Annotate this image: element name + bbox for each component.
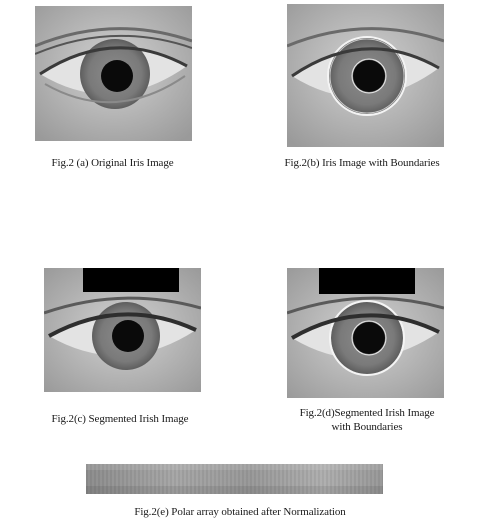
figure-d-caption-line1: Fig.2(d)Segmented Irish Image [257, 407, 477, 420]
figure-c-caption: Fig.2(c) Segmented Irish Image [20, 413, 220, 426]
figure-d-caption-line2: with Boundaries [257, 421, 477, 434]
figure-a-caption: Fig.2 (a) Original Iris Image [25, 157, 200, 170]
segmented-iris-with-boundaries [287, 268, 444, 398]
iris-image-with-boundaries [287, 4, 444, 147]
figure-b-caption: Fig.2(b) Iris Image with Boundaries [247, 157, 477, 170]
normalized-polar-array [86, 464, 383, 494]
segmented-iris-image [44, 268, 201, 392]
figure-e-caption: Fig.2(e) Polar array obtained after Norm… [70, 506, 410, 519]
original-iris-image [35, 6, 192, 141]
